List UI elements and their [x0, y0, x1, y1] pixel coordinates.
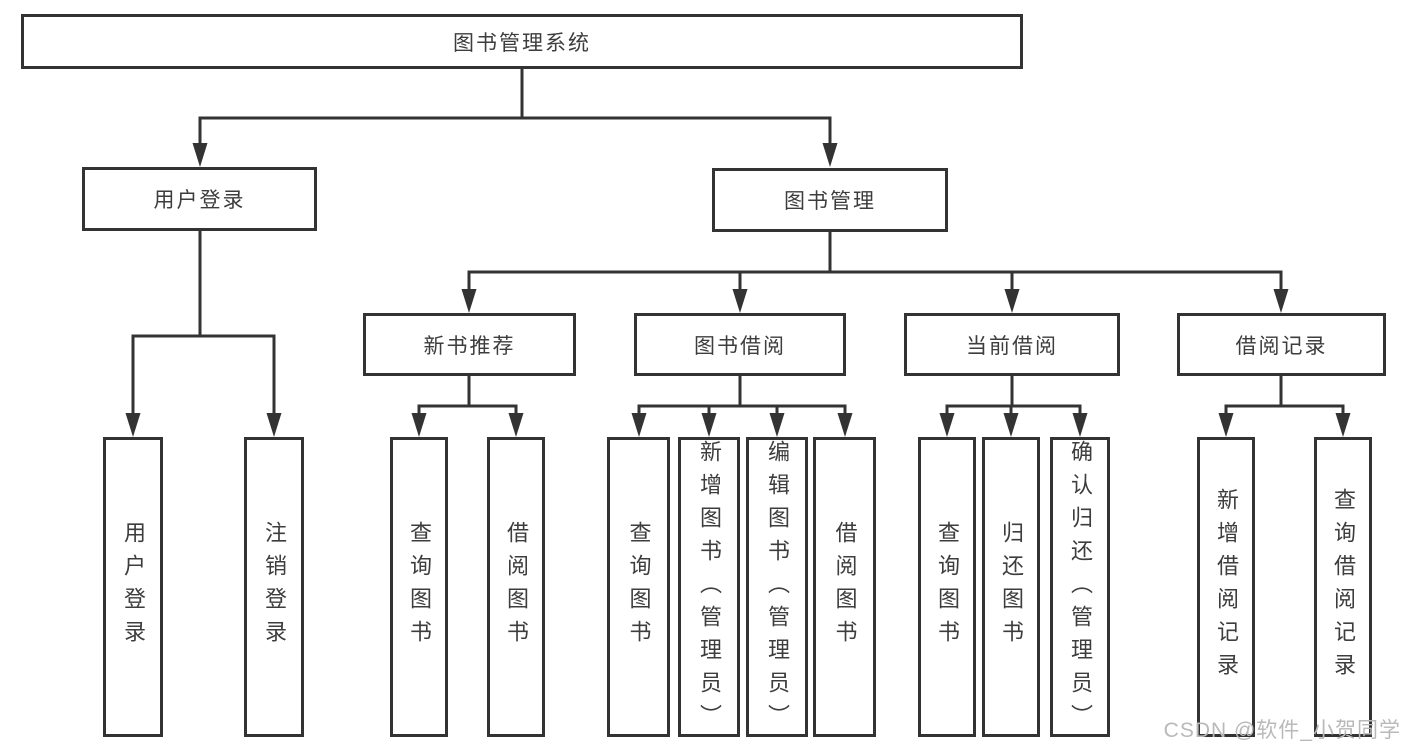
leaf-borrow-book: 借阅图书: [813, 437, 876, 737]
node-borrow-record: 借阅记录: [1177, 313, 1386, 376]
connector-root-to-level2: [198, 69, 832, 155]
leaf-user-login-label: 用户登录: [121, 521, 146, 653]
watermark: CSDN @软件_小贺同学: [1163, 719, 1401, 742]
leaf-logout-label: 注销登录: [262, 521, 287, 653]
leaf-query-book-borrow-label: 查询图书: [626, 521, 652, 653]
leaf-add-book-admin: 新增图书（管理员）: [678, 437, 740, 737]
leaf-confirm-return-admin: 确认归还（管理员）: [1050, 437, 1110, 737]
leaf-return-book: 归还图书: [982, 437, 1040, 737]
node-book-borrow: 图书借阅: [634, 313, 846, 376]
leaf-add-book-admin-label: 新增图书（管理员）: [697, 440, 722, 737]
connector-paths: [131, 69, 1345, 425]
leaf-borrow-book-recommend-label: 借阅图书: [504, 521, 529, 653]
node-user-login: 用户登录: [82, 167, 317, 231]
leaf-query-book-recommend-label: 查询图书: [407, 521, 432, 653]
leaf-query-book-current-label: 查询图书: [935, 521, 960, 653]
leaf-user-login: 用户登录: [103, 437, 163, 737]
leaf-query-borrow-record: 查询借阅记录: [1314, 437, 1372, 737]
leaf-query-book-borrow: 查询图书: [607, 437, 670, 737]
leaf-edit-book-admin: 编辑图书（管理员）: [746, 437, 808, 737]
connector-book-borrow-to-leaves: [637, 376, 847, 425]
leaf-confirm-return-admin-label: 确认归还（管理员）: [1068, 440, 1093, 737]
connector-book-management-to-sections: [467, 232, 1283, 302]
leaf-edit-book-admin-label: 编辑图书（管理员）: [765, 440, 790, 737]
connector-borrow-record-to-leaves: [1224, 376, 1345, 425]
leaf-add-borrow-record-label: 新增借阅记录: [1214, 488, 1239, 686]
leaf-query-book-recommend: 查询图书: [390, 437, 448, 737]
node-new-book-recommend: 新书推荐: [363, 313, 576, 376]
leaf-borrow-book-recommend: 借阅图书: [487, 437, 545, 737]
leaf-borrow-book-label: 借阅图书: [832, 521, 858, 653]
node-book-management: 图书管理: [712, 168, 948, 232]
node-library-system: 图书管理系统: [21, 14, 1023, 69]
leaf-add-borrow-record: 新增借阅记录: [1197, 437, 1255, 737]
leaf-logout: 注销登录: [244, 437, 304, 737]
leaf-query-borrow-record-label: 查询借阅记录: [1331, 488, 1356, 686]
node-current-borrow: 当前借阅: [904, 313, 1120, 376]
connector-user-login-to-leaves: [131, 231, 276, 425]
leaf-return-book-label: 归还图书: [999, 521, 1024, 653]
connector-new-book-recommend-to-leaves: [417, 376, 518, 425]
leaf-query-book-current: 查询图书: [918, 437, 976, 737]
